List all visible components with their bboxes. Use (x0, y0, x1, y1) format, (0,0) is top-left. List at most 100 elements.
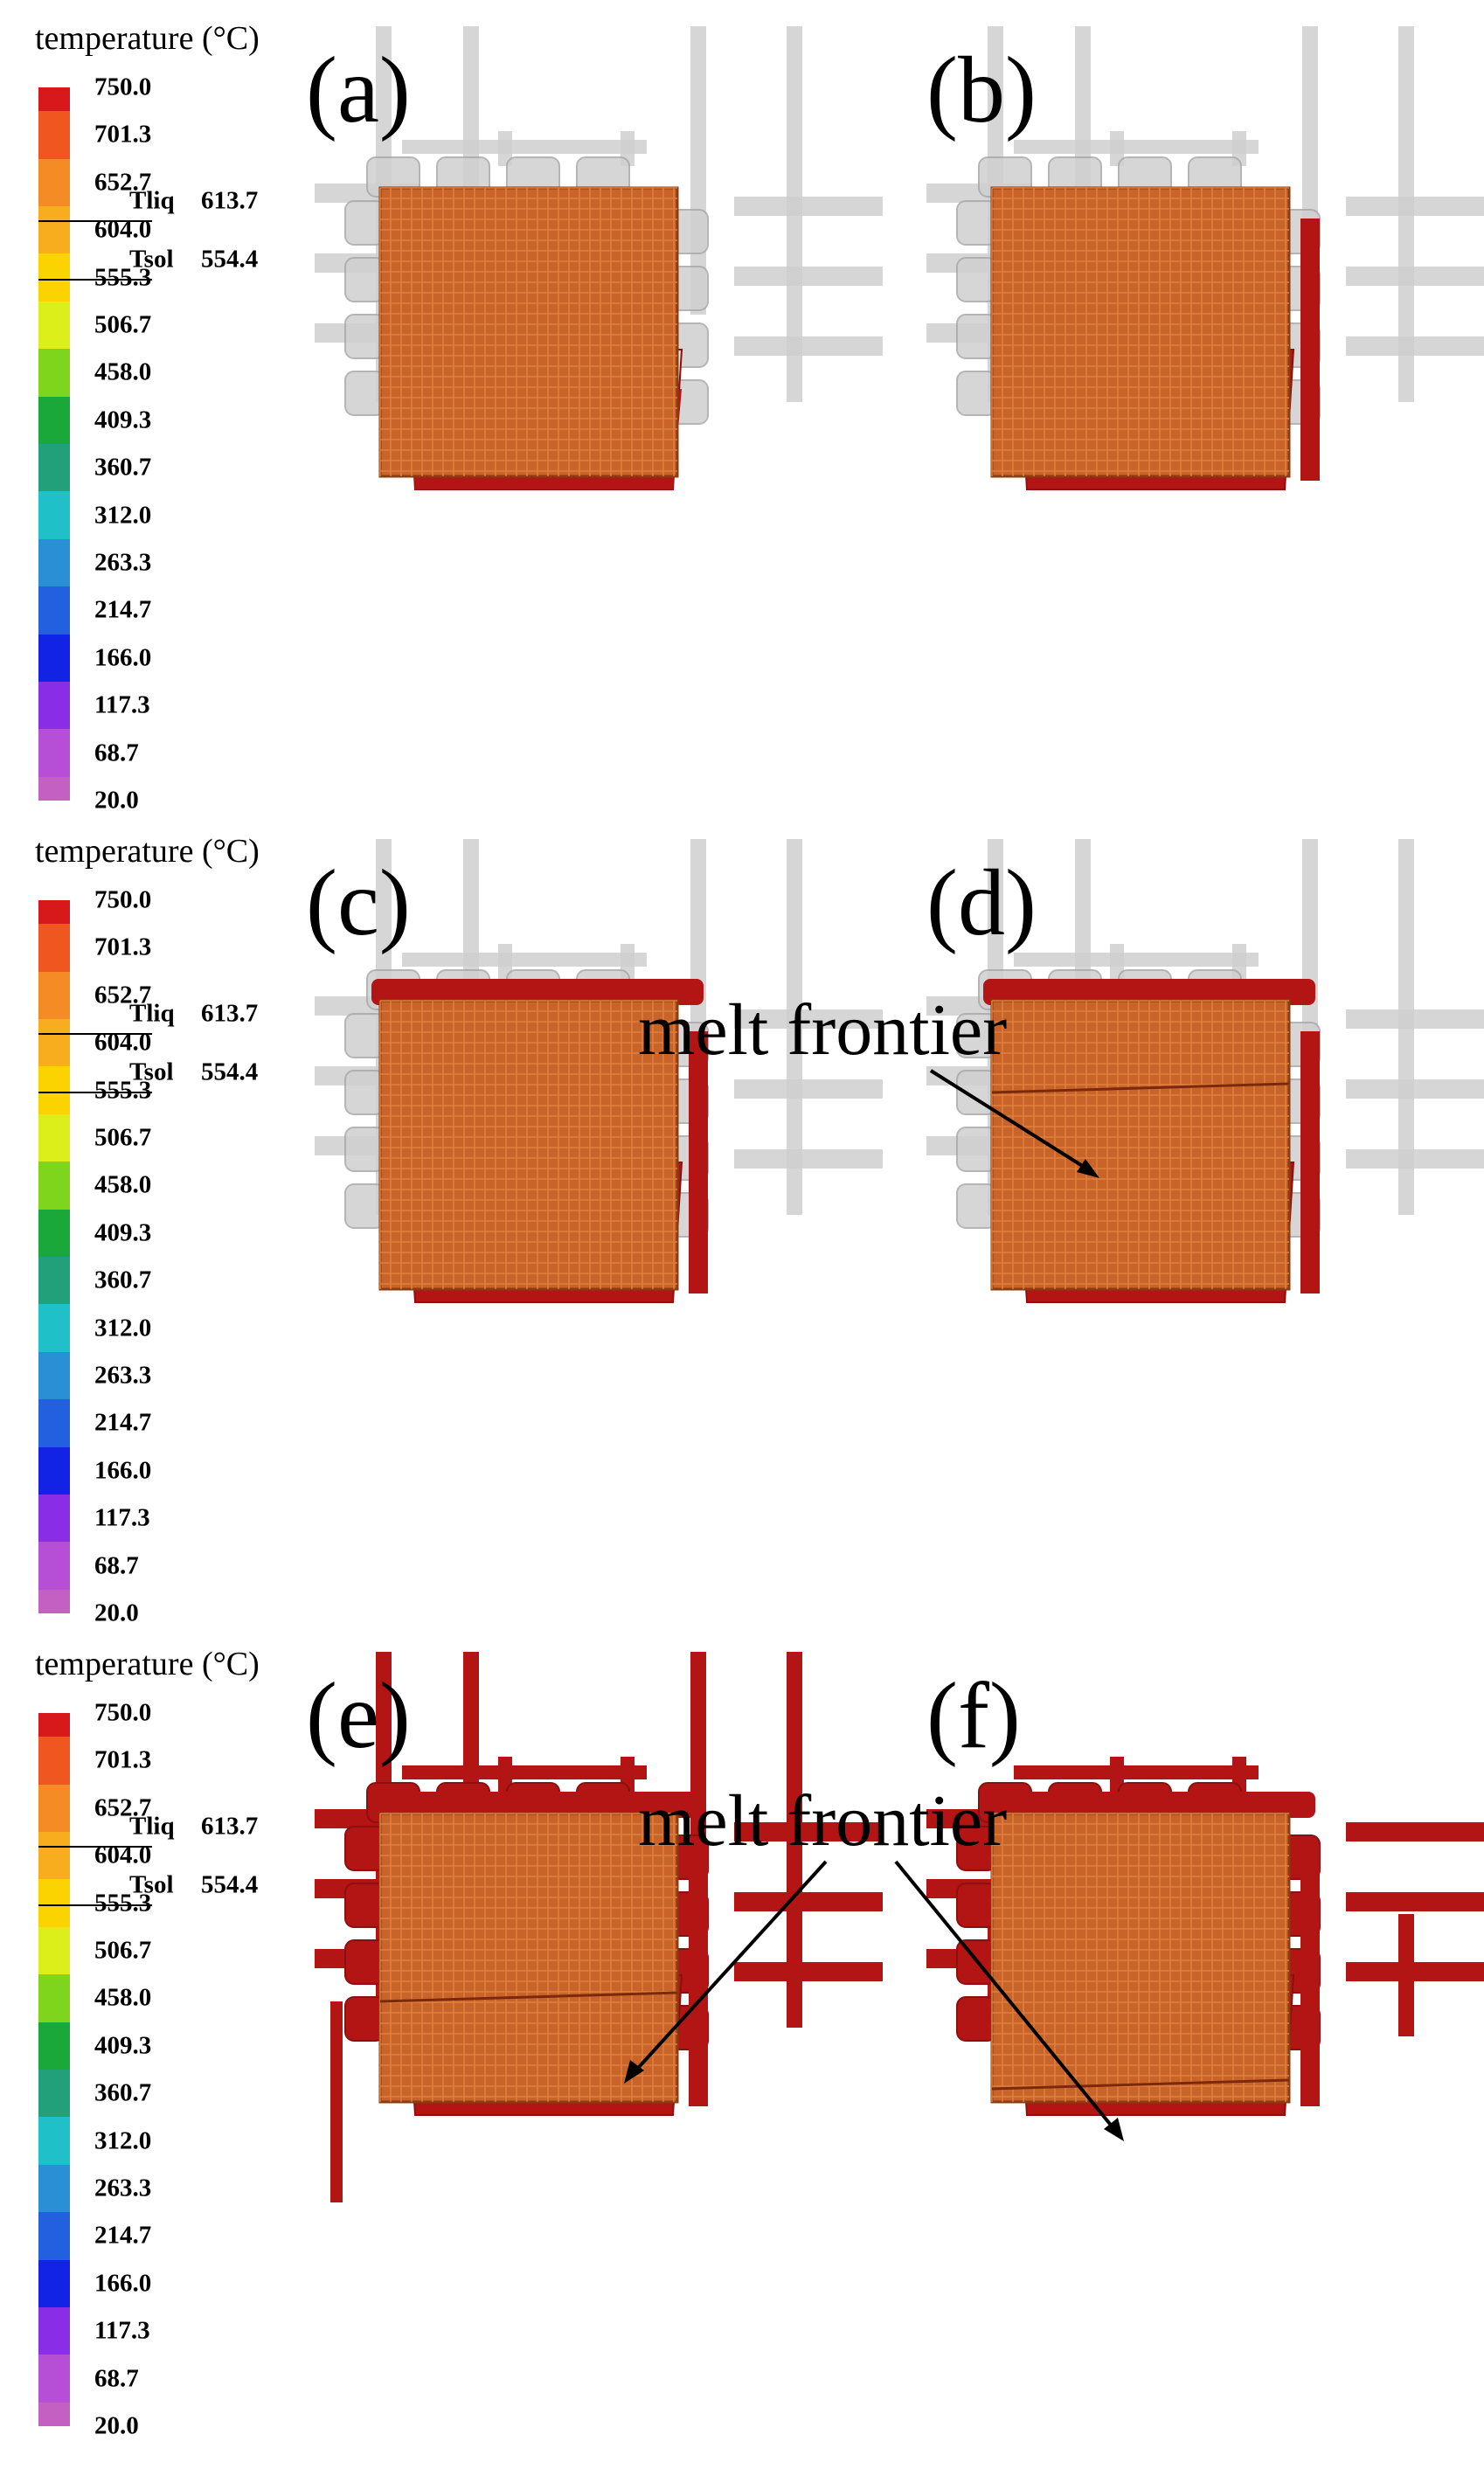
legend-swatch (38, 349, 70, 397)
legend-swatch (38, 1257, 70, 1305)
legend-swatch (38, 1162, 70, 1210)
casting-scene-c (315, 839, 883, 1303)
gate-box (956, 314, 997, 359)
legend-tick-label: 20.0 (94, 1599, 139, 1627)
legend-title: temperature (°C) (35, 833, 260, 870)
preform-grid (379, 1000, 677, 1289)
legend-tick-label: 458.0 (94, 357, 152, 386)
panel-d: (d) (909, 813, 1484, 1626)
liquidus-label: Tliq (129, 186, 175, 215)
solidus-label: Tsol (129, 1870, 174, 1899)
solidus-label: Tsol (129, 1058, 174, 1086)
legend-swatch (38, 2070, 70, 2118)
manifold-post (1110, 944, 1124, 979)
legend-tick-label: 166.0 (94, 643, 152, 672)
legend-swatch (38, 491, 70, 539)
legend-tick-label: 312.0 (94, 2126, 152, 2155)
gate-box (956, 1127, 997, 1172)
legend-swatch (38, 444, 70, 492)
legend-tick-label: 555.3 (94, 1889, 152, 1918)
legend-tick-label: 214.7 (94, 595, 152, 624)
legend-swatch (38, 1019, 70, 1067)
gating-bar (1346, 1009, 1484, 1029)
casting-scene-a (315, 26, 883, 490)
gate-box (344, 1996, 385, 2042)
gate-box (344, 1883, 385, 1928)
legend-swatch (38, 2307, 70, 2355)
gate-box (956, 1883, 997, 1928)
legend-tick-label: 652.7 (94, 981, 152, 1009)
legend-tick-label: 458.0 (94, 1983, 152, 2012)
preform-grid (379, 187, 677, 476)
legend-swatch (38, 2164, 70, 2213)
legend-colorbar (38, 900, 70, 1613)
top-manifold (402, 1765, 647, 1779)
legend-swatch (38, 900, 70, 925)
casting-scene-b (926, 26, 1484, 490)
legend-tick-label: 360.7 (94, 1266, 152, 1294)
solidus-marker-line (38, 1091, 152, 1093)
preform-block (378, 1812, 679, 2104)
panel-label-b: (b) (926, 38, 1037, 142)
solidus-marker-line (38, 278, 152, 281)
legend-swatch (38, 1737, 70, 1785)
panel-label-e: (e) (306, 1664, 411, 1768)
legend-tick-label: 360.7 (94, 453, 152, 482)
legend-tick-label: 506.7 (94, 1936, 152, 1965)
liquidus-marker-line (38, 1033, 152, 1036)
legend-swatch (38, 776, 70, 801)
legend-swatch (38, 729, 70, 777)
legend-swatch (38, 1495, 70, 1543)
legend-swatch (38, 538, 70, 587)
casting-scene-d (926, 839, 1484, 1303)
melt-overflow-top (983, 979, 1315, 1005)
gating-bar (1346, 1962, 1484, 1981)
legend-swatch (38, 1974, 70, 2022)
legend-swatch (38, 1351, 70, 1400)
legend-tick-label: 750.0 (94, 1698, 152, 1727)
legend-swatch (38, 1113, 70, 1162)
legend-swatch (38, 1446, 70, 1495)
legend-tick-label: 701.3 (94, 120, 152, 149)
legend-tick-label: 263.3 (94, 1361, 152, 1390)
legend-swatch (38, 1589, 70, 1613)
melt-frontier-line (379, 1991, 678, 2003)
liquidus-label: Tliq (129, 1812, 175, 1841)
panel-b: (b) (909, 0, 1484, 813)
legend-swatch (38, 1304, 70, 1352)
liquidus-value: 613.7 (201, 186, 259, 215)
gating-bar (1346, 197, 1484, 216)
melt-frontier-label-d: melt frontier (638, 989, 1008, 1071)
legend-swatch (38, 1399, 70, 1447)
gating-bar (1346, 1079, 1484, 1099)
legend-tick-label: 312.0 (94, 1314, 152, 1342)
solidus-value: 554.4 (201, 1058, 259, 1086)
gating-bar (734, 267, 883, 286)
legend-tick-label: 555.3 (94, 1076, 152, 1105)
top-manifold (1014, 1765, 1259, 1779)
liquidus-value: 613.7 (201, 999, 259, 1028)
manifold-post (498, 131, 512, 166)
manifold-post (498, 1757, 512, 1792)
legend-swatch (38, 301, 70, 350)
legend-swatch (38, 2022, 70, 2070)
gate-box (344, 371, 385, 416)
top-manifold (1014, 953, 1259, 967)
solidus-value: 554.4 (201, 245, 259, 274)
legend-tick-label: 506.7 (94, 310, 152, 339)
gate-box (956, 1939, 997, 1985)
panel-label-a: (a) (306, 38, 411, 142)
legend-tick-label: 409.3 (94, 406, 152, 434)
legend-swatch (38, 1066, 70, 1114)
legend-swatch (38, 2117, 70, 2165)
legend-tick-label: 214.7 (94, 2221, 152, 2250)
legend-swatch (38, 87, 70, 112)
gate-box (344, 1183, 385, 1229)
legend-swatch (38, 206, 70, 254)
gating-bar (734, 336, 883, 356)
legend-swatch (38, 253, 70, 302)
legend-swatch (38, 1542, 70, 1590)
